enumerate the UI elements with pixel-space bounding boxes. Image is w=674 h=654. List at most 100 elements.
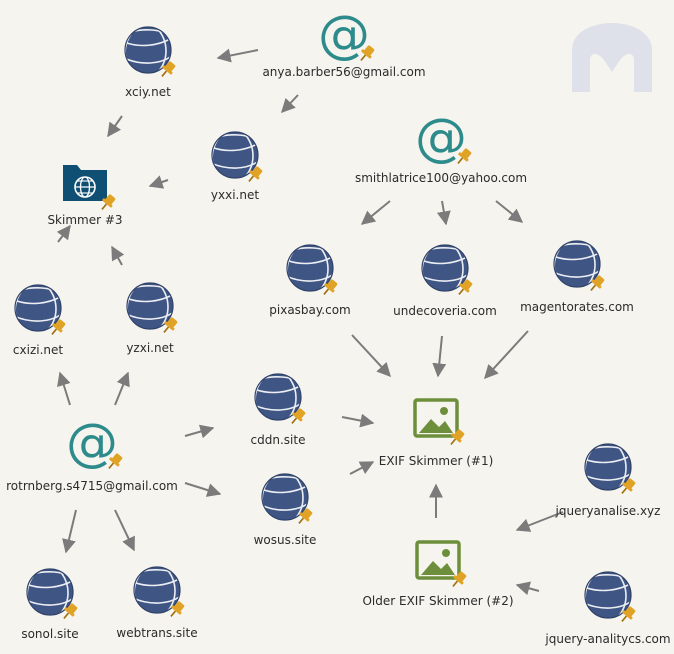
globe-icon	[14, 284, 66, 335]
pin-icon	[291, 408, 306, 424]
node-label: webtrans.site	[116, 626, 197, 640]
node-label: yzxi.net	[126, 341, 174, 355]
at-icon: @	[318, 5, 375, 65]
globe-icon	[124, 26, 176, 77]
pin-icon	[621, 606, 636, 622]
pin-icon	[170, 601, 185, 617]
edge-smithlatrice-to-magentorates	[495, 200, 524, 223]
edge-rotrnberg-to-sonol	[62, 509, 77, 554]
edge-undecoveria-to-exif1	[432, 335, 447, 378]
image-icon	[413, 398, 465, 445]
node-label: smithlatrice100@yahoo.com	[355, 171, 527, 185]
edge-cddn-to-exif1	[341, 413, 375, 428]
globe-icon	[553, 240, 605, 291]
pin-icon	[51, 319, 66, 335]
node-label: anya.barber56@gmail.com	[262, 65, 425, 79]
edge-cxizi-to-skimmer3	[56, 224, 71, 243]
edge-rotrnberg-to-cxizi	[57, 371, 71, 406]
node-jqueryanalitycs[interactable]: jquery-analitycs.com	[544, 570, 671, 646]
node-exif1[interactable]: EXIF Skimmer (#1)	[379, 398, 494, 468]
pin-icon	[108, 453, 123, 469]
node-label: undecoveria.com	[393, 304, 497, 318]
node-label: jqueryanalise.xyz	[555, 504, 661, 518]
edge-xciy-to-skimmer3	[107, 115, 123, 138]
globe-icon	[584, 443, 636, 494]
node-label: jquery-analitycs.com	[544, 632, 670, 646]
pin-icon	[298, 508, 313, 524]
node-xciy[interactable]: xciy.net	[124, 25, 177, 99]
node-skimmer3[interactable]: Skimmer #3	[47, 165, 123, 227]
edge-rotrnberg-to-cddn	[184, 424, 215, 439]
node-label: xciy.net	[125, 85, 171, 99]
globe-icon	[26, 568, 78, 619]
edge-anya-to-xciy	[216, 48, 259, 63]
node-label: cxizi.net	[13, 343, 63, 357]
at-icon: @	[66, 413, 123, 473]
pin-icon	[161, 61, 176, 77]
edge-wosus-to-exif1	[349, 461, 375, 475]
node-label: pixasbay.com	[269, 303, 350, 317]
node-label: Skimmer #3	[47, 213, 122, 227]
node-label: sonol.site	[21, 627, 78, 641]
node-label: magentorates.com	[520, 300, 634, 314]
folder-globe-icon	[63, 165, 116, 210]
edge-jqueryanalise-to-exif2	[515, 511, 564, 532]
node-undecoveria[interactable]: undecoveria.com	[393, 243, 497, 318]
edge-rotrnberg-to-wosus	[184, 482, 222, 497]
node-jqueryanalise[interactable]: jqueryanalise.xyz	[555, 442, 661, 518]
node-yxxi[interactable]: yxxi.net	[211, 130, 265, 202]
node-anya[interactable]: @anya.barber56@gmail.com	[262, 5, 425, 79]
edge-smithlatrice-to-undecoveria	[436, 200, 451, 226]
node-label: Older EXIF Skimmer (#2)	[362, 594, 513, 608]
pin-icon	[101, 194, 116, 210]
pin-icon	[590, 275, 605, 291]
node-exif2[interactable]: Older EXIF Skimmer (#2)	[362, 540, 514, 608]
edge-anya-to-yxxi	[281, 94, 299, 114]
node-magentorates[interactable]: magentorates.com	[520, 239, 634, 314]
node-layer: xciy.net@anya.barber56@gmail.comyxxi.net…	[6, 5, 670, 646]
globe-icon	[261, 473, 313, 524]
pin-icon	[458, 279, 473, 295]
pin-icon	[621, 478, 636, 494]
edge-rotrnberg-to-yzxi	[114, 371, 130, 406]
globe-icon	[421, 244, 473, 295]
edge-smithlatrice-to-pixasbay	[360, 200, 391, 225]
pin-icon	[323, 279, 338, 295]
pin-icon	[457, 148, 472, 164]
at-icon: @	[415, 108, 472, 168]
node-sonol[interactable]: sonol.site	[21, 567, 79, 641]
pin-icon	[63, 603, 78, 619]
node-pixasbay[interactable]: pixasbay.com	[269, 243, 351, 317]
pin-icon	[360, 45, 375, 61]
edge-magentorates-to-exif1	[484, 330, 529, 380]
node-label: EXIF Skimmer (#1)	[379, 454, 494, 468]
malwarebytes-logo-icon	[572, 23, 652, 92]
node-cddn[interactable]: cddn.site	[251, 372, 308, 447]
edge-yzxi-to-skimmer3	[111, 245, 125, 266]
globe-icon	[211, 131, 263, 182]
node-smithlatrice[interactable]: @ smithlatrice100@yahoo.com	[355, 108, 527, 185]
node-label: wosus.site	[254, 533, 317, 547]
pin-icon	[452, 571, 467, 587]
node-cxizi[interactable]: cxizi.net	[13, 283, 68, 357]
globe-icon	[254, 373, 306, 424]
globe-icon	[584, 571, 636, 622]
node-label: cddn.site	[251, 433, 306, 447]
pin-icon	[450, 429, 465, 445]
at-symbol: @	[318, 5, 370, 65]
node-label: rotrnberg.s4715@gmail.com	[6, 479, 178, 493]
node-rotrnberg[interactable]: @ rotrnberg.s4715@gmail.com	[6, 413, 178, 493]
at-symbol: @	[66, 413, 118, 473]
image-icon	[415, 540, 467, 587]
edge-jqueryanalitycs-to-exif2	[515, 581, 540, 596]
node-webtrans[interactable]: webtrans.site	[116, 565, 198, 640]
edge-pixasbay-to-exif1	[351, 334, 391, 378]
globe-icon	[133, 566, 185, 617]
node-label: yxxi.net	[211, 188, 259, 202]
node-wosus[interactable]: wosus.site	[254, 472, 317, 547]
edge-rotrnberg-to-webtrans	[114, 509, 135, 552]
globe-icon	[126, 282, 178, 333]
node-yzxi[interactable]: yzxi.net	[126, 281, 179, 355]
at-symbol: @	[415, 108, 467, 168]
